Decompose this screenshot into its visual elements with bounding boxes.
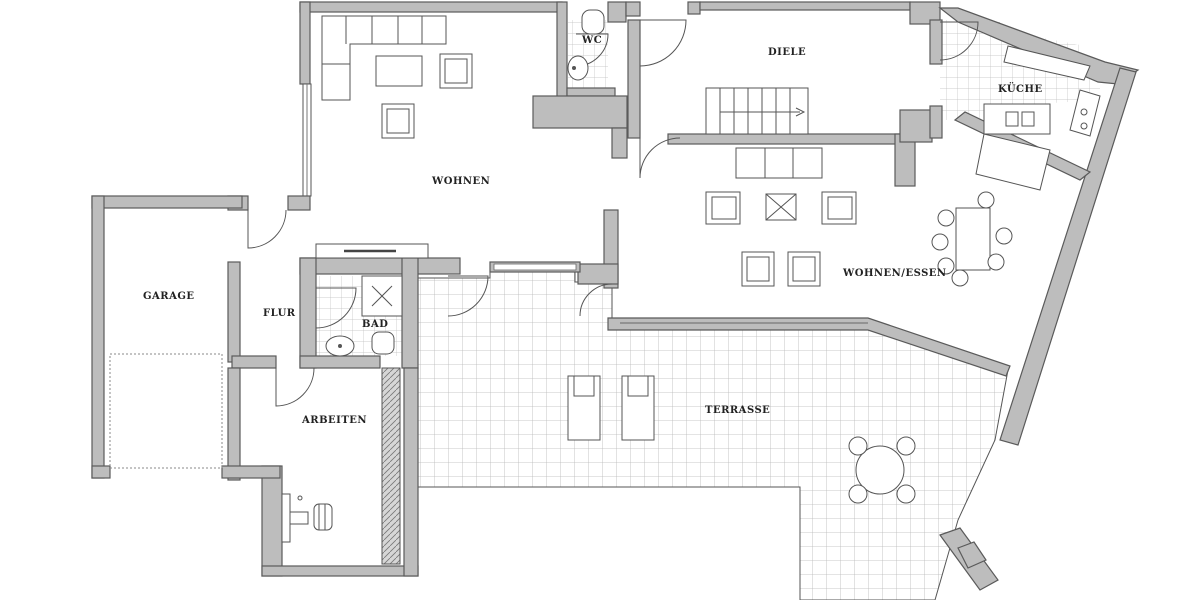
label-bad: BAD <box>362 319 388 330</box>
walls <box>91 1 1140 591</box>
label-wohnen: WOHNEN <box>431 176 490 187</box>
dining-living-furniture <box>705 147 1013 287</box>
label-flur: FLUR <box>263 308 296 319</box>
label-garage: GARAGE <box>143 291 195 302</box>
label-diele: DIELE <box>768 47 806 58</box>
terrace-furniture <box>567 375 916 504</box>
label-wohnen-essen: WOHNEN/ESSEN <box>842 268 947 279</box>
label-wc: WC <box>581 35 602 46</box>
living-room-furniture <box>321 15 473 139</box>
staircase <box>705 87 809 135</box>
office-furniture <box>281 493 333 543</box>
sanitary-fixtures <box>325 9 605 357</box>
label-arbeiten: ARBEITEN <box>301 415 367 426</box>
doors <box>247 19 979 407</box>
label-kueche: KÜCHE <box>998 82 1043 95</box>
room-labels: DIELE WC KÜCHE WOHNEN WOHNEN/ESSEN GARAG… <box>143 35 1043 426</box>
kitchen-fixtures <box>975 45 1101 191</box>
garage-door-outline <box>109 353 223 469</box>
label-terrasse: TERRASSE <box>705 405 770 416</box>
